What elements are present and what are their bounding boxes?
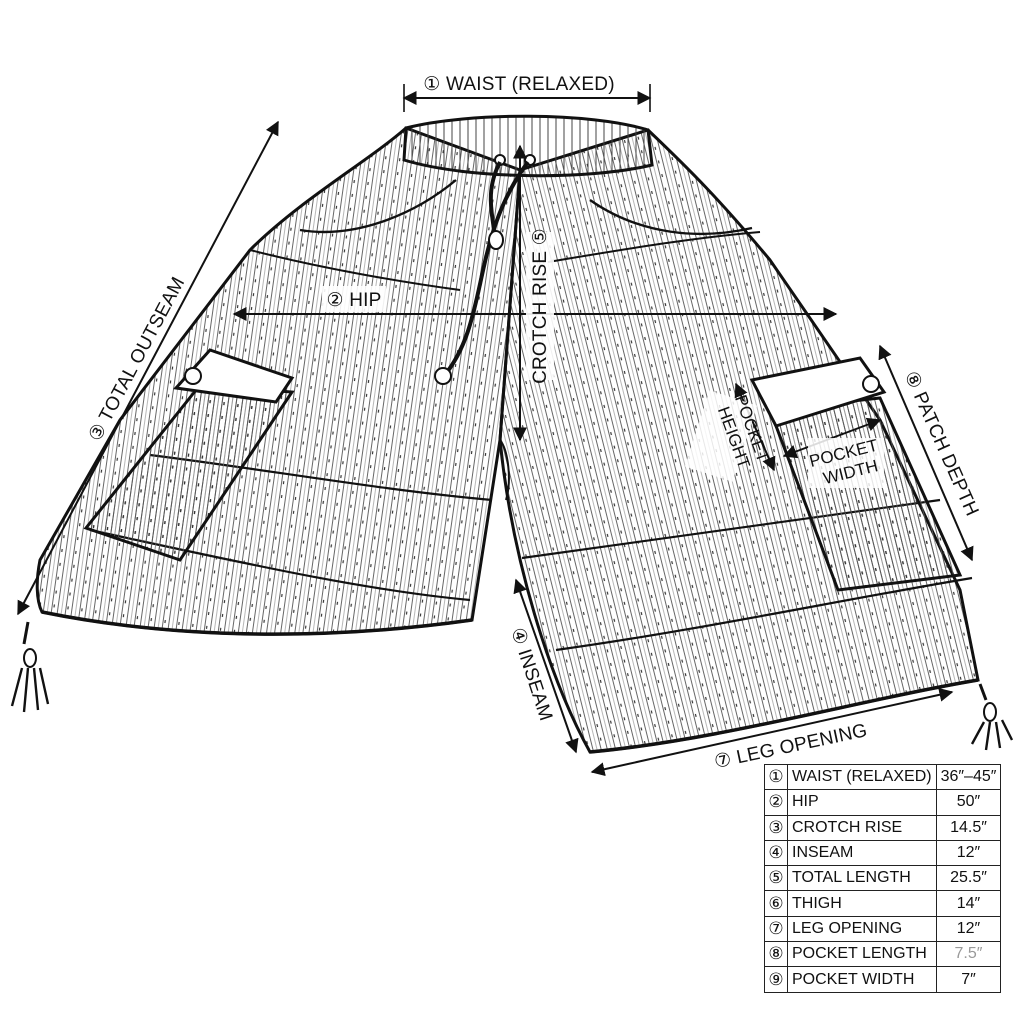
spec-name: WAIST (RELAXED) <box>787 763 937 791</box>
spec-number: ① <box>764 763 788 791</box>
spec-name: HIP <box>787 789 937 816</box>
crotch-rise-label: CROTCH RISE ⑤ <box>530 228 551 384</box>
crotch-seam <box>499 439 510 501</box>
spec-number: ⑥ <box>764 890 788 917</box>
spec-number: ⑤ <box>764 865 788 892</box>
left-hem <box>41 610 473 636</box>
spec-value: 50″ <box>935 789 1002 816</box>
right-patch-seam <box>547 231 761 263</box>
front-pocket-right <box>589 199 753 236</box>
waistband <box>402 114 654 178</box>
spec-name: LEG OPENING <box>787 915 937 943</box>
outseam-dimension-line <box>17 120 279 616</box>
shorts-illustration <box>10 114 1014 754</box>
waist-label: ① WAIST (RELAXED) <box>423 74 614 95</box>
spec-value: 25.5″ <box>935 865 1002 892</box>
right-tassel <box>970 683 1014 751</box>
spec-name: POCKET WIDTH <box>787 966 937 993</box>
spec-name: INSEAM <box>787 839 937 867</box>
drawstring-knot <box>488 230 504 250</box>
spec-name: POCKET LENGTH <box>787 941 937 968</box>
drawstring-knot <box>434 367 452 385</box>
spec-value: 7.5″ <box>935 941 1002 968</box>
spec-value: 14.5″ <box>935 814 1002 841</box>
pocket-height-dimension-line <box>734 382 776 472</box>
spec-name: CROTCH RISE <box>787 814 937 841</box>
spec-number: ④ <box>764 839 788 867</box>
right-patch-seam <box>555 576 973 652</box>
spec-value: 12″ <box>935 915 1002 943</box>
spec-value: 14″ <box>935 890 1002 917</box>
spec-value: 36″–45″ <box>935 763 1002 791</box>
spec-value: 12″ <box>935 839 1002 867</box>
leg-opening-dimension-line <box>590 687 954 777</box>
hip-label: ② HIP <box>327 290 382 311</box>
patch-depth-dimension-line <box>878 344 974 562</box>
spec-value: 7″ <box>935 966 1002 993</box>
left-pocket-button <box>184 367 202 385</box>
right-pocket-button <box>862 375 880 393</box>
spec-name: THIGH <box>787 890 937 917</box>
left-tassel <box>10 621 50 713</box>
spec-name: TOTAL LENGTH <box>787 865 937 892</box>
front-pocket-left <box>299 179 457 234</box>
inseam-dimension-line <box>513 578 579 754</box>
spec-number: ⑦ <box>764 915 788 943</box>
spec-number: ② <box>764 789 788 816</box>
spec-number: ③ <box>764 814 788 841</box>
spec-number: ⑨ <box>764 966 788 993</box>
drawstring <box>442 160 530 378</box>
spec-number: ⑧ <box>764 941 788 968</box>
